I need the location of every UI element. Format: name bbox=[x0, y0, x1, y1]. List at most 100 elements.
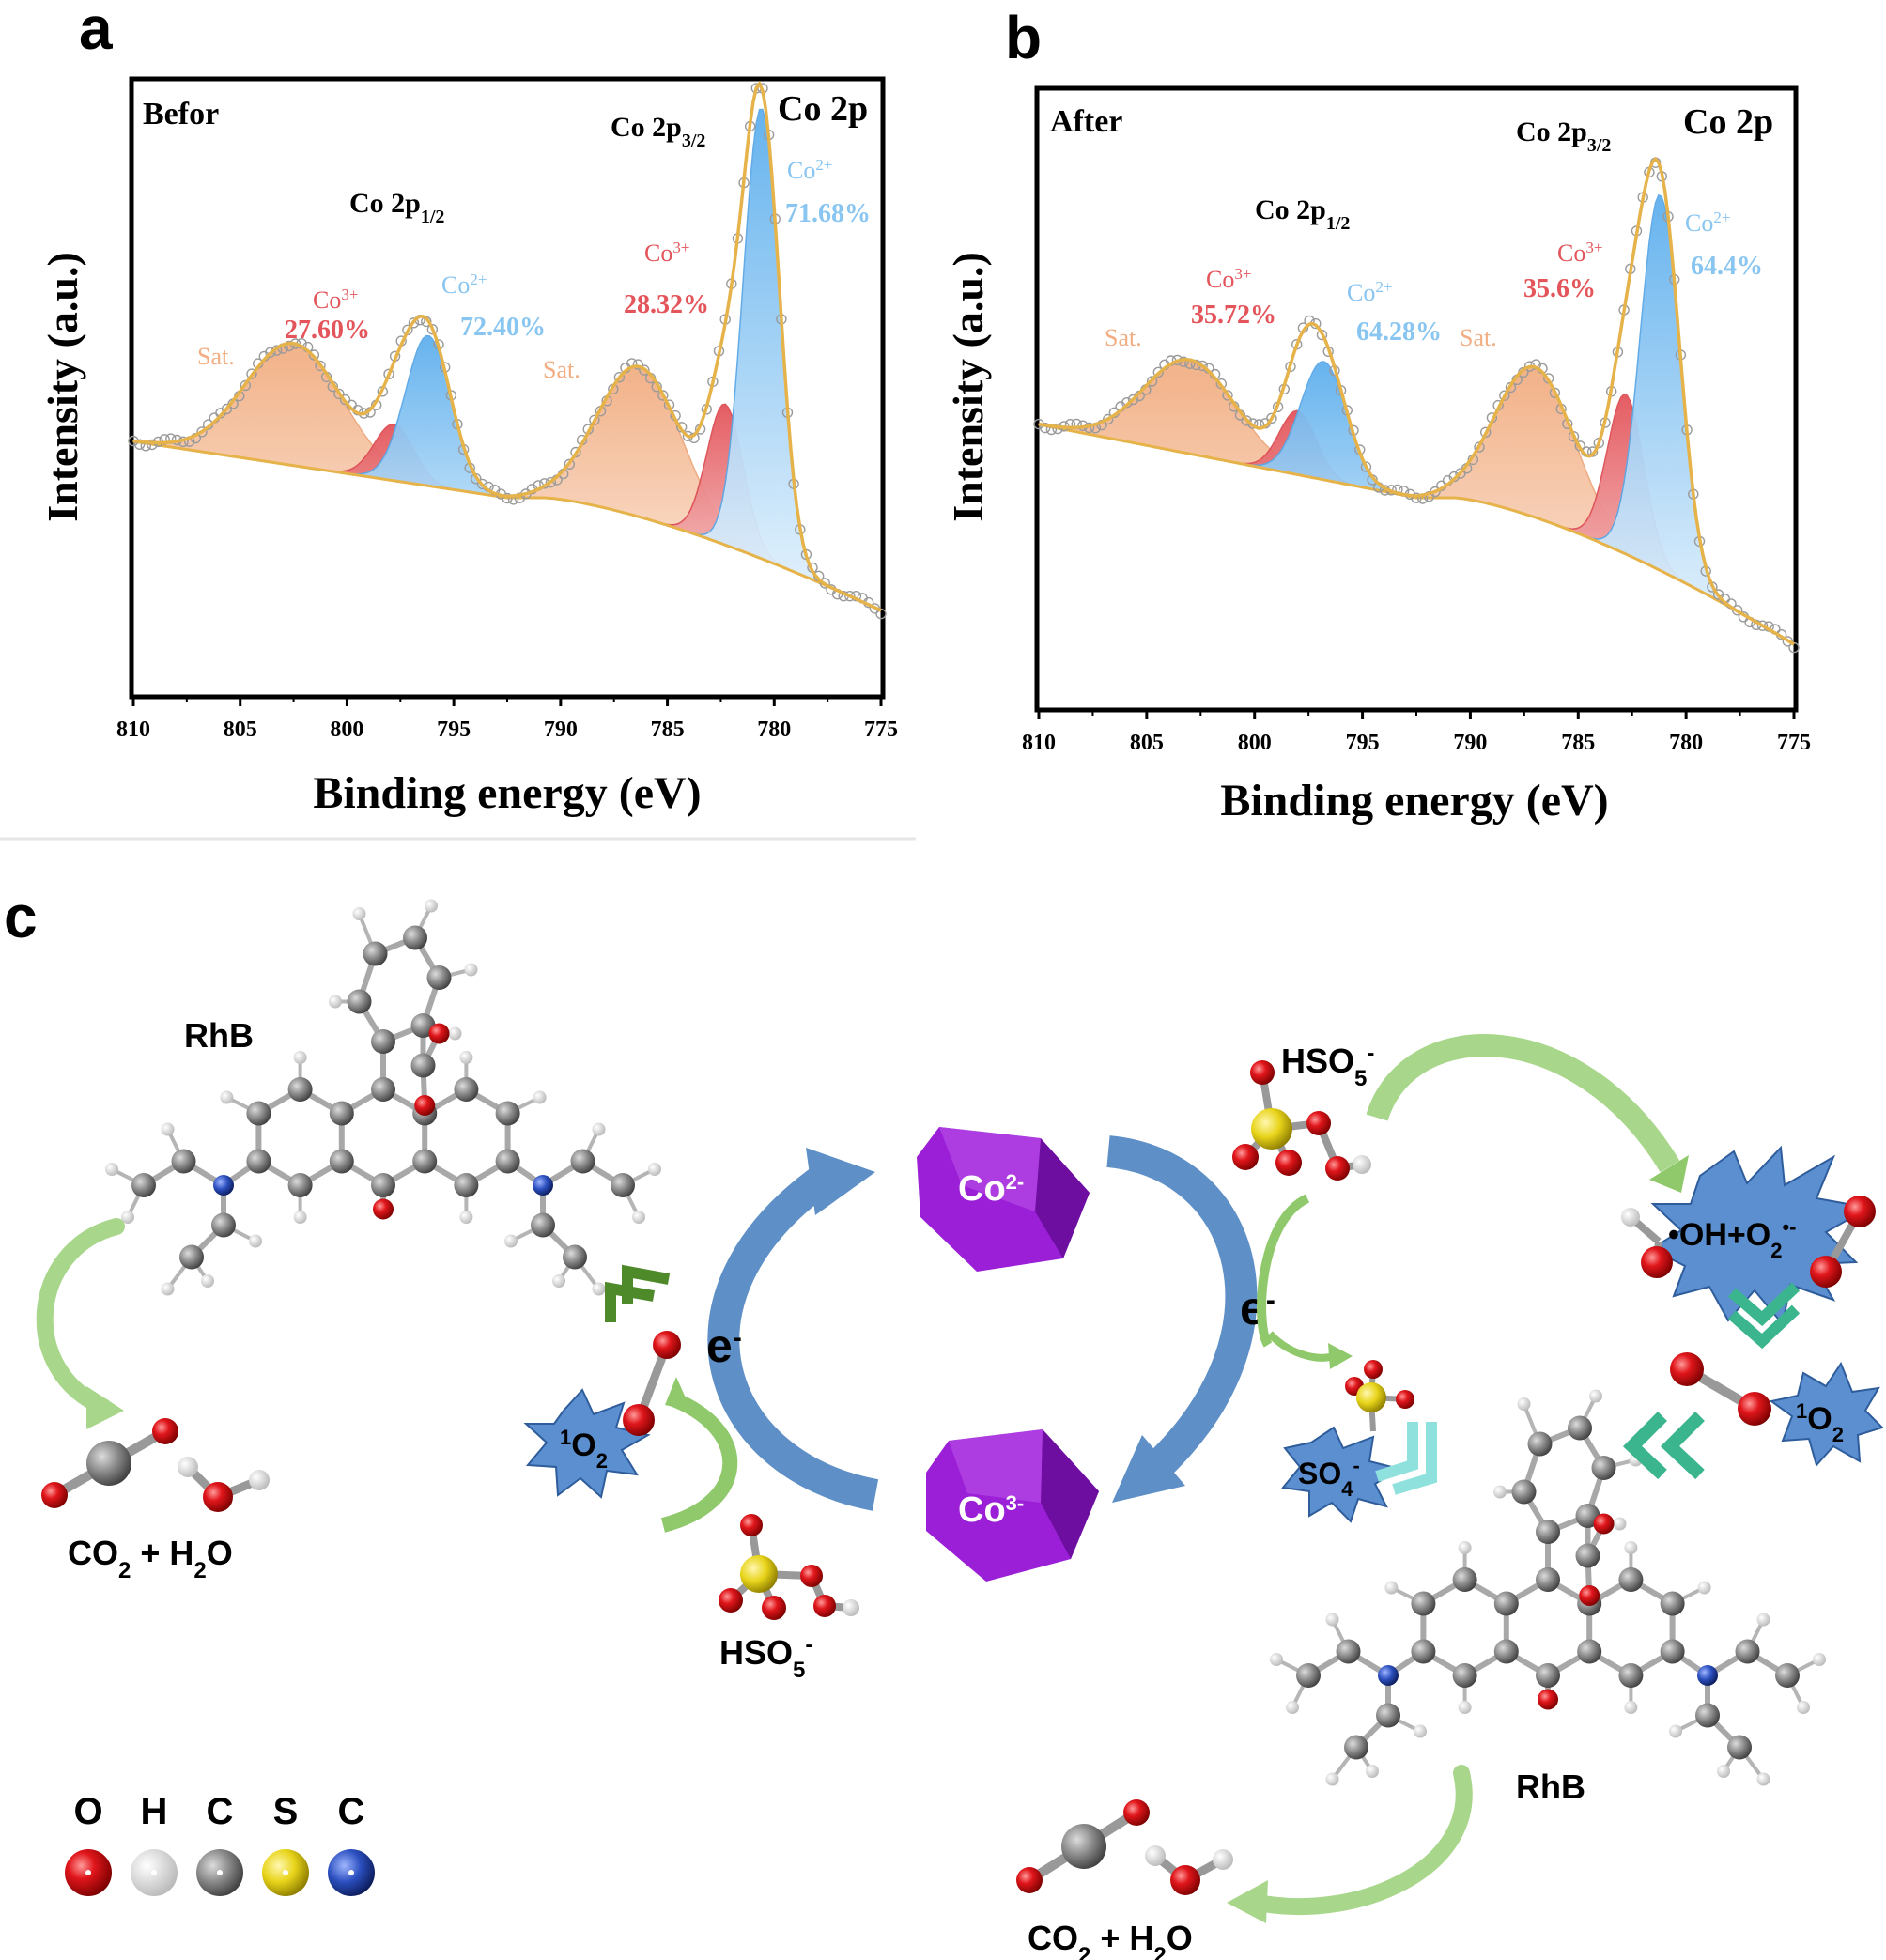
carbon-atom bbox=[403, 925, 427, 950]
cycle-arrowhead-right bbox=[1112, 1435, 1185, 1503]
raw-data-point bbox=[1152, 366, 1165, 378]
fit-envelope bbox=[132, 80, 882, 612]
x-tick-label: 790 bbox=[544, 718, 578, 742]
legend-symbol: O bbox=[73, 1791, 102, 1832]
hydrogen-atom bbox=[201, 1274, 214, 1288]
co2-label-b-2: Co2+ bbox=[1685, 208, 1730, 238]
peak-label-p12-a: Co 2p1/2 bbox=[349, 188, 444, 227]
hydrogen-atom bbox=[1813, 1653, 1826, 1666]
raw-data-point bbox=[147, 439, 158, 451]
raw-data-point bbox=[1197, 360, 1208, 372]
singlet-oxygen-label-right: 1O2 bbox=[1796, 1399, 1844, 1446]
raw-data-point bbox=[502, 492, 513, 504]
carbon-atom bbox=[454, 1173, 479, 1197]
hydrogen-atom bbox=[1624, 1701, 1638, 1714]
co2-h2o-molecules-right bbox=[1016, 1799, 1233, 1895]
carbon-atom bbox=[1493, 1639, 1519, 1664]
co3-pct-b-1: 35.72% bbox=[1191, 301, 1276, 330]
sat-label-b-2: Sat. bbox=[1460, 324, 1497, 351]
hydrogen-atom bbox=[1325, 1772, 1339, 1786]
raw-data-point bbox=[1756, 620, 1769, 631]
x-tick-label: 775 bbox=[1777, 731, 1811, 755]
x-tick-label: 795 bbox=[1346, 731, 1380, 755]
x-tick-label: 810 bbox=[116, 718, 150, 742]
raw-data-point bbox=[246, 368, 257, 379]
degradation-arrow-right bbox=[1241, 1765, 1473, 1916]
panel-letter-b: b bbox=[1005, 4, 1042, 71]
carbon-atom bbox=[454, 1077, 479, 1102]
carbon-atom bbox=[1452, 1663, 1477, 1688]
carbon-atom bbox=[611, 1173, 635, 1197]
hydrogen-atom bbox=[329, 995, 342, 1009]
green-arrow-electron bbox=[1257, 1194, 1310, 1348]
cycle-arrowhead-left bbox=[806, 1148, 875, 1215]
oxygen-atom bbox=[1579, 1585, 1600, 1606]
carbon-atom bbox=[287, 1173, 313, 1197]
carbon-atom bbox=[246, 1101, 271, 1126]
raw-data-point bbox=[196, 426, 208, 438]
carbon-atom bbox=[1536, 1567, 1560, 1592]
carbon-atom bbox=[495, 1149, 520, 1174]
degradation-arrowhead-right bbox=[1227, 1880, 1268, 1923]
hydrogen-atom bbox=[1669, 1724, 1682, 1738]
raw-data-point bbox=[1782, 636, 1794, 647]
hydrogen-atom bbox=[1286, 1701, 1299, 1714]
raw-data-point bbox=[844, 591, 856, 602]
hydrogen-atom bbox=[1624, 1541, 1638, 1554]
oxygen-atom bbox=[1538, 1689, 1558, 1710]
hydrogen-atom bbox=[1613, 1517, 1627, 1531]
sat-label-a-1: Sat. bbox=[197, 343, 235, 370]
carbon-atom bbox=[329, 1101, 354, 1126]
oxygen-atom bbox=[428, 1023, 450, 1044]
co3-pct-a-1: 27.60% bbox=[285, 316, 370, 345]
hydrogen-atom bbox=[1756, 1772, 1770, 1786]
o2-molecule-left bbox=[623, 1331, 681, 1436]
carbon-atom bbox=[410, 1053, 436, 1078]
radicals-label: •OH+O2•- bbox=[1668, 1215, 1797, 1262]
cycle-arrow-right bbox=[1106, 1135, 1258, 1477]
rhb-molecule-right bbox=[1270, 1389, 1826, 1786]
hydrogen-atom bbox=[1366, 1765, 1379, 1778]
peak-label-p12-b: Co 2p1/2 bbox=[1255, 194, 1350, 234]
raw-data-point bbox=[408, 317, 420, 329]
raw-data-point bbox=[221, 403, 233, 415]
carbon-atom bbox=[1695, 1703, 1720, 1728]
carbon-atom bbox=[287, 1077, 313, 1102]
plot-area-b bbox=[1033, 156, 1800, 654]
x-tick-label: 790 bbox=[1453, 731, 1487, 755]
hydrogen-atom bbox=[648, 1163, 661, 1176]
co3-label-b-1: Co3+ bbox=[1206, 265, 1251, 294]
legend-symbol: C bbox=[207, 1791, 234, 1832]
hydrogen-atom bbox=[293, 1051, 307, 1064]
carbon-atom bbox=[371, 1077, 395, 1102]
co2-pct-a-2: 71.68% bbox=[785, 199, 871, 228]
raw-data-point bbox=[339, 394, 351, 406]
peak-label-p32-a: Co 2p3/2 bbox=[611, 112, 705, 151]
chevrons-down-right bbox=[1728, 1282, 1801, 1350]
hydrogen-atom bbox=[1458, 1701, 1472, 1714]
hydrogen-atom bbox=[425, 899, 438, 913]
carbon-atom bbox=[1493, 1591, 1519, 1616]
co2-h2o-molecules-left bbox=[41, 1418, 270, 1512]
hydrogen-atom bbox=[504, 1234, 518, 1248]
rhb-label-left: RhB bbox=[184, 1016, 254, 1055]
raw-data-point bbox=[1731, 605, 1743, 616]
carbon-atom bbox=[1336, 1639, 1361, 1664]
legend-atom-highlight bbox=[85, 1870, 91, 1875]
oxygen-atom bbox=[373, 1198, 394, 1220]
x-axis-label-b: Binding energy (eV) bbox=[1220, 776, 1608, 826]
hso5-molecule-right bbox=[1232, 1060, 1371, 1181]
hydrogen-atom bbox=[533, 1090, 547, 1104]
raw-data-point bbox=[1102, 413, 1114, 425]
carbon-atom bbox=[1735, 1639, 1760, 1664]
raw-data-point bbox=[265, 347, 276, 358]
x-tick-label: 800 bbox=[1238, 731, 1272, 755]
rhb-label-right: RhB bbox=[1516, 1767, 1585, 1806]
co3-catalyst-polyhedron: Co3- bbox=[926, 1429, 1099, 1582]
raw-data-point bbox=[1499, 390, 1510, 401]
chevrons-left-right bbox=[1622, 1412, 1705, 1480]
carbon-atom bbox=[426, 965, 452, 990]
